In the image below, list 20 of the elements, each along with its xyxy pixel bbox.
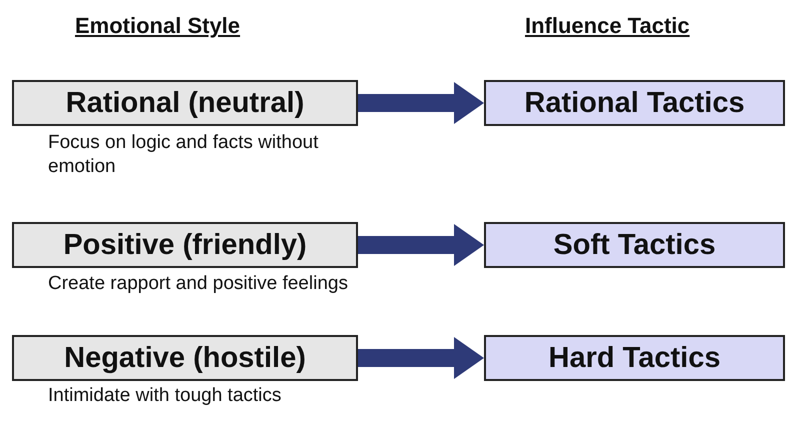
box-title: Soft Tactics [553, 228, 716, 262]
tactic-box [484, 80, 785, 126]
description-text: Focus on logic and facts without emotion [48, 131, 320, 178]
tactic-box [484, 335, 785, 381]
box-title: Hard Tactics [548, 342, 720, 374]
style-box [12, 335, 358, 381]
description-text: Intimidate with tough tactics [48, 384, 282, 408]
block-arrow [358, 224, 484, 266]
description-text: Create rapport and positive feelings [48, 272, 348, 296]
block-arrow [358, 337, 484, 379]
block-arrow [358, 82, 484, 124]
tactic-box [484, 222, 785, 268]
style-box [12, 222, 358, 268]
column-heading: Emotional Style [75, 13, 240, 39]
box-title: Negative (hostile) [64, 342, 306, 374]
style-box [12, 80, 358, 126]
box-title: Rational (neutral) [66, 86, 304, 120]
column-heading: Influence Tactic [525, 13, 690, 39]
box-title: Positive (friendly) [63, 228, 307, 262]
box-title: Rational Tactics [524, 86, 745, 120]
